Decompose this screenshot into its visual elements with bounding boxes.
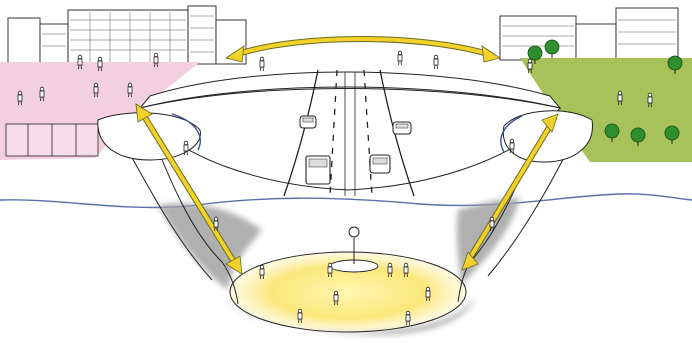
left-portal-blue-edge [171, 113, 201, 151]
right-portal-blue-edge [500, 115, 523, 153]
sunken-plaza-rim [229, 251, 467, 333]
double-headed-arrow [225, 36, 501, 63]
car-icon [299, 115, 317, 129]
road-opening [139, 88, 561, 191]
truck-icon [305, 155, 331, 185]
left-shopfront [5, 123, 99, 157]
car-icon [392, 121, 412, 135]
tunnel-left-wall [149, 129, 239, 305]
right-park [520, 58, 692, 162]
ground-line [0, 193, 692, 209]
car-icon [369, 154, 391, 174]
double-headed-arrow [461, 113, 559, 271]
right-buildings [499, 7, 679, 61]
clock-tower-icon [329, 226, 379, 273]
double-headed-arrow [135, 103, 243, 275]
right-portal [502, 110, 593, 163]
left-buildings [7, 5, 247, 65]
